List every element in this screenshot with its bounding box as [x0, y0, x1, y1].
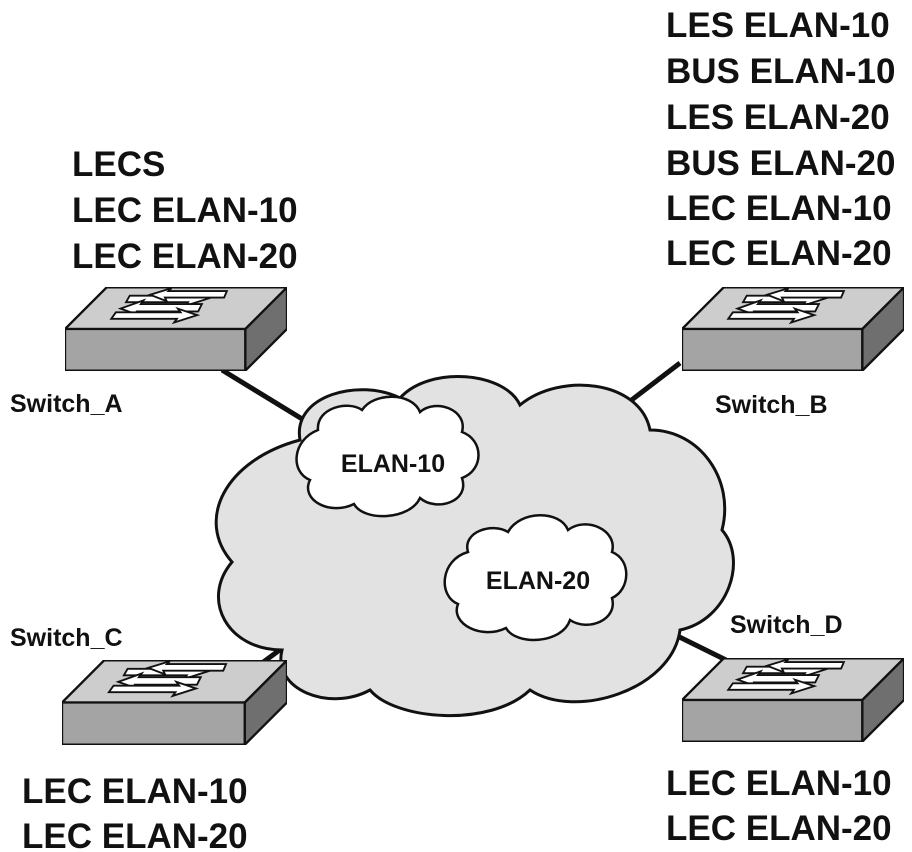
switch-b-service: LEC ELAN-10: [666, 189, 892, 228]
switch-d-service: LEC ELAN-20: [666, 809, 892, 848]
switch-b-service: LES ELAN-10: [666, 6, 890, 45]
switch-d: Switch_D LEC ELAN-10 LEC ELAN-20: [666, 611, 904, 848]
switch-b-service: LEC ELAN-20: [666, 234, 892, 273]
switch-icon: [682, 658, 904, 742]
switch-c-services: LEC ELAN-10 LEC ELAN-20: [22, 772, 248, 852]
switch-d-services: LEC ELAN-10 LEC ELAN-20: [666, 764, 892, 848]
switch-icon: [682, 287, 904, 371]
cloud-icon: [295, 395, 480, 518]
cloud-icon: [443, 514, 628, 642]
switch-d-name: Switch_D: [730, 611, 843, 639]
elan-20-label: ELAN-20: [486, 567, 590, 595]
switch-c-service: LEC ELAN-10: [22, 772, 248, 811]
switch-a: Switch_A LECS LEC ELAN-10 LEC ELAN-20: [10, 145, 298, 418]
switch-c-service: LEC ELAN-20: [22, 817, 248, 852]
switch-c-name: Switch_C: [10, 624, 123, 652]
switch-a-service: LEC ELAN-10: [72, 191, 298, 230]
switch-b-services: LES ELAN-10 BUS ELAN-10 LES ELAN-20 BUS …: [666, 6, 895, 273]
switch-b-name: Switch_B: [715, 391, 828, 419]
switch-d-service: LEC ELAN-10: [666, 764, 892, 803]
elan-20-cloud: ELAN-20: [443, 514, 628, 642]
switch-b-service: BUS ELAN-10: [666, 52, 895, 91]
switch-icon: [62, 660, 287, 745]
elan-10-label: ELAN-10: [341, 450, 445, 478]
elan-10-cloud: ELAN-10: [295, 395, 480, 518]
switch-b-service: BUS ELAN-20: [666, 144, 895, 183]
link-switch-a: [220, 367, 314, 428]
switch-a-name: Switch_A: [10, 390, 123, 418]
switch-b-service: LES ELAN-20: [666, 98, 890, 137]
switch-c: Switch_C LEC ELAN-10 LEC ELAN-20: [10, 624, 287, 852]
switch-a-service: LEC ELAN-20: [72, 237, 298, 276]
switch-b: Switch_B LES ELAN-10 BUS ELAN-10 LES ELA…: [666, 6, 904, 419]
switch-a-services: LECS LEC ELAN-10 LEC ELAN-20: [72, 145, 298, 276]
switch-a-service: LECS: [72, 145, 165, 184]
switch-icon: [65, 287, 287, 371]
